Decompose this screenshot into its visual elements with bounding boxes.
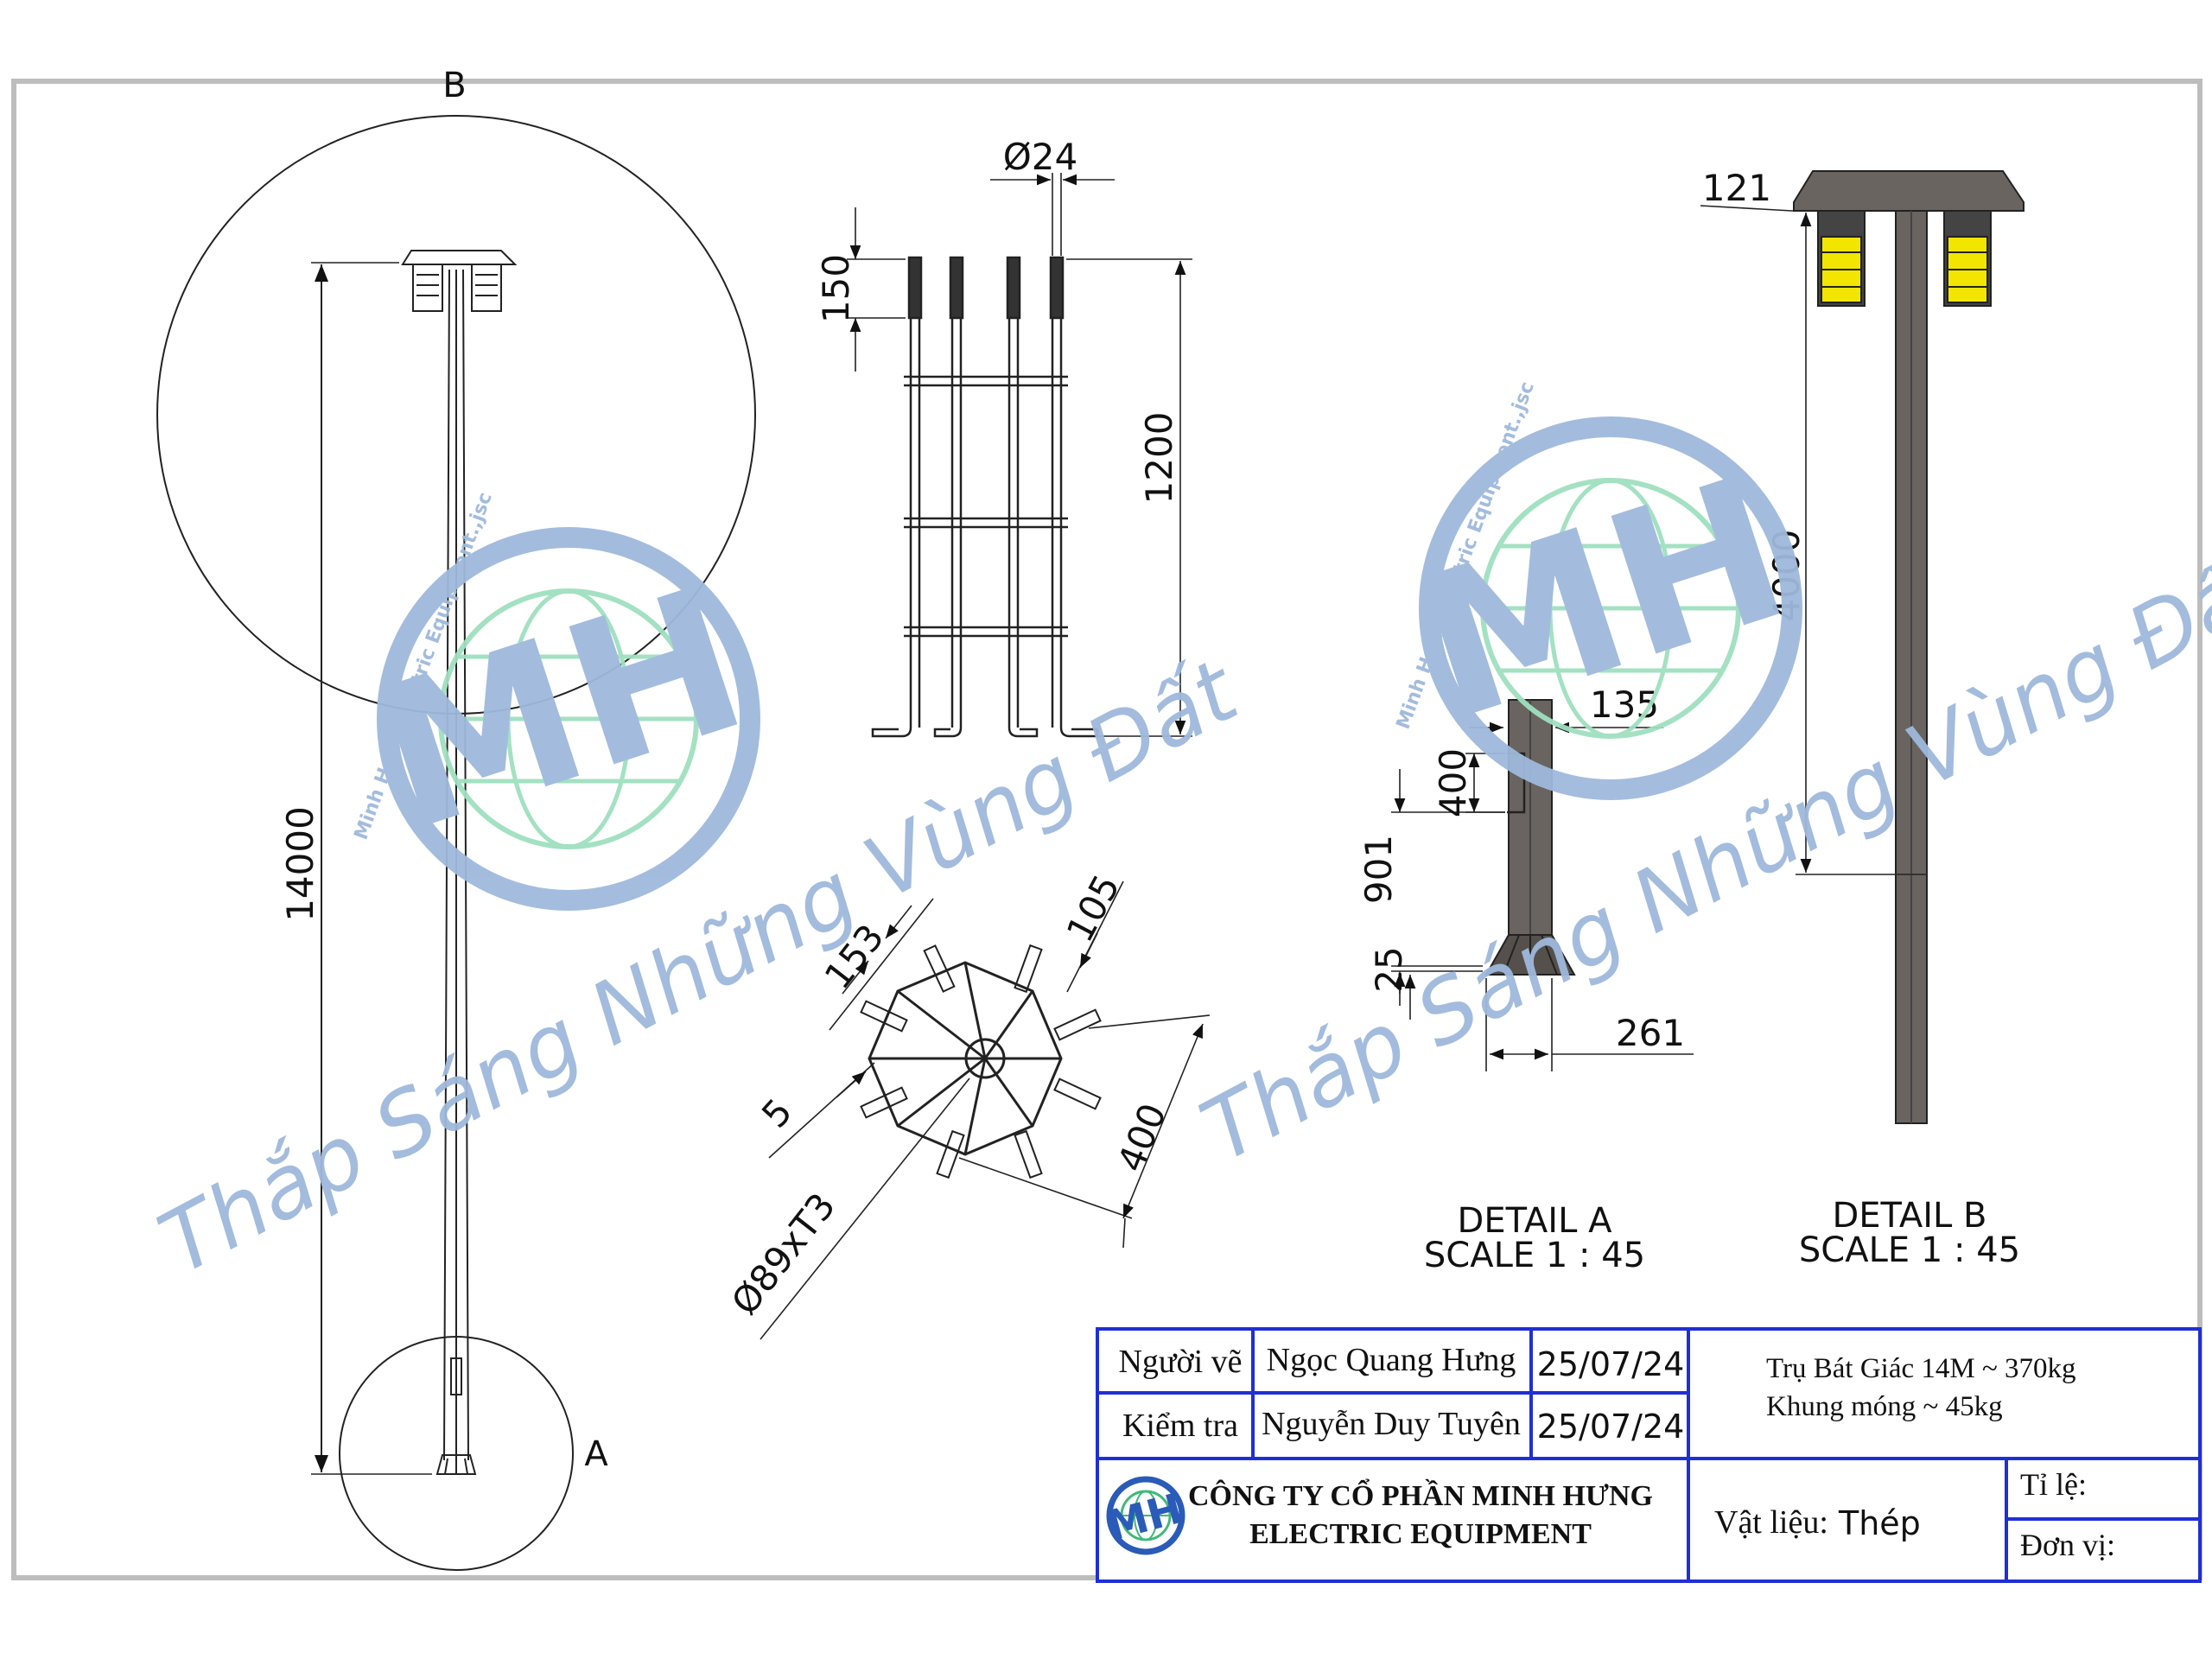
dim-anchor-dia: Ø24: [1003, 136, 1078, 178]
dim-a-901: 901: [1357, 835, 1400, 904]
dim-a-135: 135: [1590, 683, 1659, 726]
detail-a-title: DETAIL A: [1458, 1201, 1613, 1241]
detail-a-marker: A: [584, 1434, 608, 1474]
material-value: Thép: [1838, 1504, 1921, 1542]
product-line-1: Trụ Bát Giác 14M ~ 370kg: [1766, 1353, 2076, 1384]
dim-a-261: 261: [1616, 1012, 1685, 1054]
detail-a-scale: SCALE 1 : 45: [1424, 1236, 1645, 1275]
dim-plate-400: 400: [1109, 1097, 1174, 1178]
dim-1200: 1200: [1138, 412, 1180, 505]
unit-label: Đơn vị:: [2020, 1528, 2115, 1562]
watermark-logo-left: MH Minh Hung Electric Equipment.,jsc: [351, 490, 769, 911]
drawn-date: 25/07/24: [1537, 1345, 1685, 1383]
company-logo: MH: [1102, 1476, 1187, 1555]
dim-a-25: 25: [1368, 946, 1410, 992]
checked-name: Nguyễn Duy Tuyên: [1262, 1406, 1521, 1442]
checked-date: 25/07/24: [1537, 1408, 1685, 1446]
dim-plate-5: 5: [753, 1090, 800, 1136]
product-line-2: Khung móng ~ 45kg: [1766, 1391, 2003, 1422]
detail-b-scale: SCALE 1 : 45: [1799, 1230, 2020, 1270]
checked-label: Kiểm tra: [1122, 1408, 1238, 1444]
detail-b-marker: B: [442, 66, 466, 105]
detail-b-view: [1793, 170, 2024, 1124]
scale-label: Tỉ lệ:: [2020, 1467, 2087, 1502]
company-line-2: ELECTRIC EQUIPMENT: [1249, 1518, 1592, 1550]
dim-plate-105: 105: [1058, 868, 1128, 949]
dim-line-plate-400: [1122, 1023, 1204, 1219]
title-block: Người vẽ Ngọc Quang Hưng 25/07/24 Kiểm t…: [1096, 1327, 2202, 1583]
detail-a-view: [1484, 699, 1576, 976]
dim-thread-150: 150: [815, 254, 857, 323]
drawn-by-name: Ngọc Quang Hưng: [1267, 1342, 1516, 1378]
drawn-by-label: Người vẽ: [1118, 1344, 1242, 1380]
dim-a-400: 400: [1432, 748, 1474, 817]
company-line-1: CÔNG TY CỔ PHẦN MINH HƯNG: [1188, 1478, 1653, 1512]
dim-b-121: 121: [1702, 167, 1771, 209]
anchor-cage-view: [871, 256, 1099, 738]
dim-plate-tube: Ø89xT3: [723, 1185, 843, 1322]
base-plate-view: [860, 944, 1102, 1179]
material-label: Vật liệu:: [1714, 1504, 1828, 1541]
dim-14000: 14000: [279, 806, 321, 922]
detail-b-title: DETAIL B: [1832, 1196, 1986, 1236]
